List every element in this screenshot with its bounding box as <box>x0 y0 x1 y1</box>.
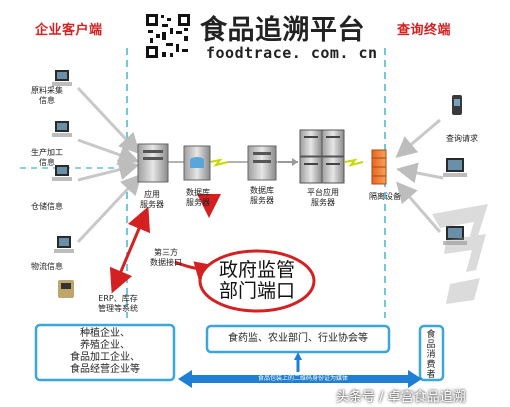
db-server-icon-1 <box>183 145 211 181</box>
db-server-label-2: 数据库 服务器 <box>250 186 274 205</box>
third-party-interface-label: 第三方 数据接口 <box>150 248 182 267</box>
consumer-box-border <box>418 324 445 382</box>
platform-brand-url: foodtrace. com. cn <box>206 44 378 62</box>
pc-icon-raw-material <box>52 70 72 86</box>
client-label-production: 生产加工 信息 <box>31 148 63 167</box>
media-double-arrow <box>178 370 422 388</box>
app-server-label: 应用 服务器 <box>140 190 164 209</box>
gateway-firewall-icon <box>371 149 387 185</box>
client-label-raw-material: 原料采集 信息 <box>31 86 63 105</box>
query-terminal-title: 查询终端 <box>397 23 452 38</box>
regulator-box-text: 食药监、农业部门、行业协会等 <box>228 333 368 344</box>
gateway-label: 隔离设备 <box>369 192 401 201</box>
platform-server-label: 平台应用 服务器 <box>307 188 339 207</box>
enterprise-box-border <box>34 323 176 382</box>
watermark-text: 头条号 / 卓宫食品追溯 <box>336 390 466 405</box>
media-arrow-text: 食品包装上的二维码身份证为媒体 <box>257 375 348 382</box>
platform-brand-title: 食品追溯平台 <box>200 15 365 46</box>
client-label-logistics: 物流信息 <box>31 262 63 271</box>
pc-icon-logistics <box>54 236 74 253</box>
pc-icon-production <box>52 121 72 137</box>
db-server-label-1: 数据库 服务器 <box>186 188 210 207</box>
client-label-storage: 仓储信息 <box>31 202 63 211</box>
app-server-icon <box>137 143 169 183</box>
pc-icon-query <box>443 158 467 177</box>
consumer-box-text: 食品消费者 <box>426 330 436 380</box>
enterprise-client-title: 企业客户端 <box>35 23 103 38</box>
pc-icon-storage <box>52 165 72 181</box>
platform-server-cluster-icon <box>299 129 345 184</box>
government-oval <box>198 249 316 313</box>
erp-machine-icon <box>58 280 74 298</box>
db-server-icon-2 <box>247 145 277 181</box>
mobile-phone-icon <box>452 95 462 115</box>
watermark-logo-icon <box>432 204 488 304</box>
government-port-label: 政府监管 部门端口 <box>218 259 295 302</box>
qr-code-image <box>146 14 190 58</box>
pc-icon-query-2 <box>443 226 467 245</box>
erp-label: ERP、库存 管理等系统 <box>98 294 138 313</box>
query-request-label: 查询请求 <box>446 134 478 143</box>
enterprise-box-text: 种植企业、 养殖企业、 食品加工企业、 食品经营企业等 <box>70 328 140 375</box>
